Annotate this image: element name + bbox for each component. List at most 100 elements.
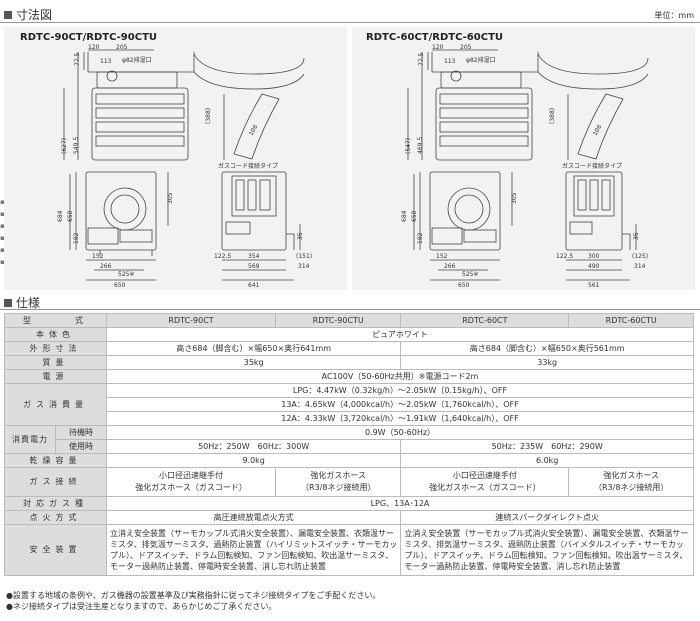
dim-650-w: 650 xyxy=(114,282,126,289)
dim-122-5: 122.5 xyxy=(556,253,573,260)
dim-152: 152 xyxy=(92,253,104,260)
safety-60: 立消え安全装置（サーモカップル式消火安全装置）、漏電安全装置、衣類温サーミスタ、… xyxy=(400,524,694,576)
dim-151: (151) xyxy=(296,253,312,260)
dim-627: (627) xyxy=(61,138,68,154)
square-bullet-icon xyxy=(4,298,12,307)
dim-305: 305 xyxy=(511,192,518,204)
label-safety: 安全装置 xyxy=(4,524,107,576)
dim-300: 300 xyxy=(588,253,600,260)
dim-266: 266 xyxy=(444,263,456,270)
dim-113: 113 xyxy=(444,58,456,65)
dim-exhaust: φ82排湿口 xyxy=(466,56,496,64)
dim-120: 120 xyxy=(432,44,444,51)
inuse-90: 50Hz：250W 60Hz：300W xyxy=(105,439,402,454)
dim-314: 314 xyxy=(634,263,646,270)
square-bullet-icon xyxy=(4,10,12,19)
table-row: 消費電力 待機時 0.9W（50-60Hz） xyxy=(4,425,694,454)
table-row: 安全装置 立消え安全装置（サーモカップル式消火安全装置）、漏電安全装置、衣類温サ… xyxy=(4,524,694,576)
right-drawing-title: RDTC-60CT/RDTC-60CTU xyxy=(366,32,504,43)
gas-cord-label-left: ガスコード接続タイプ xyxy=(218,162,278,170)
dim-77-5: 77.5 xyxy=(74,52,81,66)
model-60ct: RDTC-60CT xyxy=(400,313,570,328)
spec-section-heading: 仕様 xyxy=(4,294,40,311)
model-90ct: RDTC-90CT xyxy=(105,313,277,328)
ignition-60: 連続スパークダイレクト点火 xyxy=(400,510,694,525)
table-row: 電源 AC100V（50-60Hz共用）※電源コード2m xyxy=(4,369,694,384)
dim-469-5: 469.5 xyxy=(417,137,424,154)
label-model: 型 式 xyxy=(4,313,107,328)
dim-122-5: 122.5 xyxy=(214,253,231,260)
model-60ctu: RDTC-60CTU xyxy=(568,313,694,328)
left-drawing-title: RDTC-90CT/RDTC-90CTU xyxy=(20,32,158,43)
table-row: 点火方式 高圧連続放電点火方式 連続スパークダイレクト点火 xyxy=(4,510,694,525)
dim-684: 684 xyxy=(57,210,64,222)
mass-60: 33kg xyxy=(400,355,694,370)
dim-388: (388) xyxy=(549,108,556,124)
dim-125: (125) xyxy=(632,253,648,260)
table-row: 13A：4.65kW（4,000kcal/h）～2.05kW（1,760kcal… xyxy=(5,397,694,412)
dim-205: 205 xyxy=(460,44,472,51)
table-row: 本体色 ピュアホワイト xyxy=(4,327,694,342)
safety-90: 立消え安全装置（サーモカップル式消火安全装置）、漏電安全装置、衣類温サーミスタ、… xyxy=(105,524,402,576)
dim-641: 641 xyxy=(248,282,260,289)
gas-lpg: LPG：4.47kW（0.32kg/h）～2.05kW（0.15kg/h）、OF… xyxy=(106,383,694,398)
table-row: 12A：4.33kW（3,720kcal/h）～1.91kW（1,640kcal… xyxy=(5,411,694,426)
label-capacity: 乾燥容量 xyxy=(4,453,107,468)
mass-90: 35kg xyxy=(105,355,402,370)
label-gas-consumption: ガス消費量 xyxy=(4,383,107,426)
right-drawing: 120 205 113 φ82排湿口 77.5 (547) 469.5 (388… xyxy=(401,44,649,289)
dim-120: 120 xyxy=(88,44,100,51)
dim-35: 35 xyxy=(633,232,640,240)
dim-152: 152 xyxy=(436,253,448,260)
dim-35: 35 xyxy=(297,232,304,240)
dim-650-w: 650 xyxy=(458,282,470,289)
outer-dim-60: 高さ684（脚含む）×幅650×奥行561mm xyxy=(400,341,694,356)
dim-684: 684 xyxy=(401,210,408,222)
label-outer-dim: 外形寸法 xyxy=(4,341,107,356)
table-row: 型 式 RDTC-90CT RDTC-90CTU RDTC-60CT RDTC-… xyxy=(4,313,694,328)
dim-569: 569 xyxy=(248,263,260,270)
left-drawing: 120 205 113 φ82排湿口 77.5 (627) 549.5 (388… xyxy=(57,44,312,289)
table-row: 乾燥容量 9.0kg 6.0kg xyxy=(4,453,694,468)
dim-182: 182 xyxy=(417,232,424,244)
dim-650-h: 650 xyxy=(411,210,418,222)
spec-section-title: 仕様 xyxy=(16,296,41,310)
dim-305: 305 xyxy=(167,192,174,204)
unit-label: 単位：mm xyxy=(654,11,694,20)
label-gas-conn: ガス接続 xyxy=(4,467,107,497)
model-90ctu: RDTC-90CTU xyxy=(275,313,402,328)
capacity-90: 9.0kg xyxy=(105,453,402,468)
gas-conn-60ctu: 強化ガスホース （R3/8ネジ接続用） xyxy=(568,467,694,497)
dim-650-h: 650 xyxy=(67,210,74,222)
table-row: 質量 35kg 33kg xyxy=(4,355,694,370)
dim-113: 113 xyxy=(100,58,112,65)
label-ignition: 点火方式 xyxy=(4,510,107,525)
dim-314: 314 xyxy=(298,263,310,270)
dim-525: 525※ xyxy=(462,271,478,278)
spec-table: 型 式 RDTC-90CT RDTC-90CTU RDTC-60CT RDTC-… xyxy=(4,313,694,576)
dim-182: 182 xyxy=(73,232,80,244)
dim-exhaust: φ82排湿口 xyxy=(122,56,152,64)
section-divider xyxy=(0,309,700,310)
table-row: ガス消費量 LPG：4.47kW（0.32kg/h）～2.05kW（0.15kg… xyxy=(4,383,694,426)
dim-354: 354 xyxy=(248,253,260,260)
table-row: 対応ガス種 LPG、13A･12A xyxy=(4,496,694,511)
dim-547: (547) xyxy=(405,138,412,154)
dimension-section-heading: 寸法図 xyxy=(4,6,52,23)
ignition-90: 高圧連続放電点火方式 xyxy=(105,510,402,525)
gas-type: LPG、13A･12A xyxy=(106,496,694,511)
table-row: 外形寸法 高さ684（脚含む）×幅650×奥行641mm 高さ684（脚含む）×… xyxy=(4,341,694,356)
footnotes: ●設置する地域の条例や、ガス機器の設置基準及び実務指針に従ってネジ接続タイプをご… xyxy=(6,590,380,612)
label-power: 電源 xyxy=(4,369,107,384)
standby: 0.9W（50-60Hz） xyxy=(106,425,694,440)
capacity-60: 6.0kg xyxy=(400,453,694,468)
dim-205: 205 xyxy=(116,44,128,51)
footnote-2: ●ネジ接続タイプは受注生産となりますので、あらかじめご了承ください。 xyxy=(6,602,277,611)
dim-388: (388) xyxy=(205,108,212,124)
footnote-1: ●設置する地域の条例や、ガス機器の設置基準及び実務指針に従ってネジ接続タイプをご… xyxy=(6,591,381,600)
label-gas-type: 対応ガス種 xyxy=(4,496,107,511)
inuse-60: 50Hz：235W 60Hz：290W xyxy=(400,439,694,454)
label-standby: 待機時 xyxy=(55,425,107,440)
label-inuse: 使用時 xyxy=(55,439,107,454)
dimension-section-title: 寸法図 xyxy=(16,8,53,22)
